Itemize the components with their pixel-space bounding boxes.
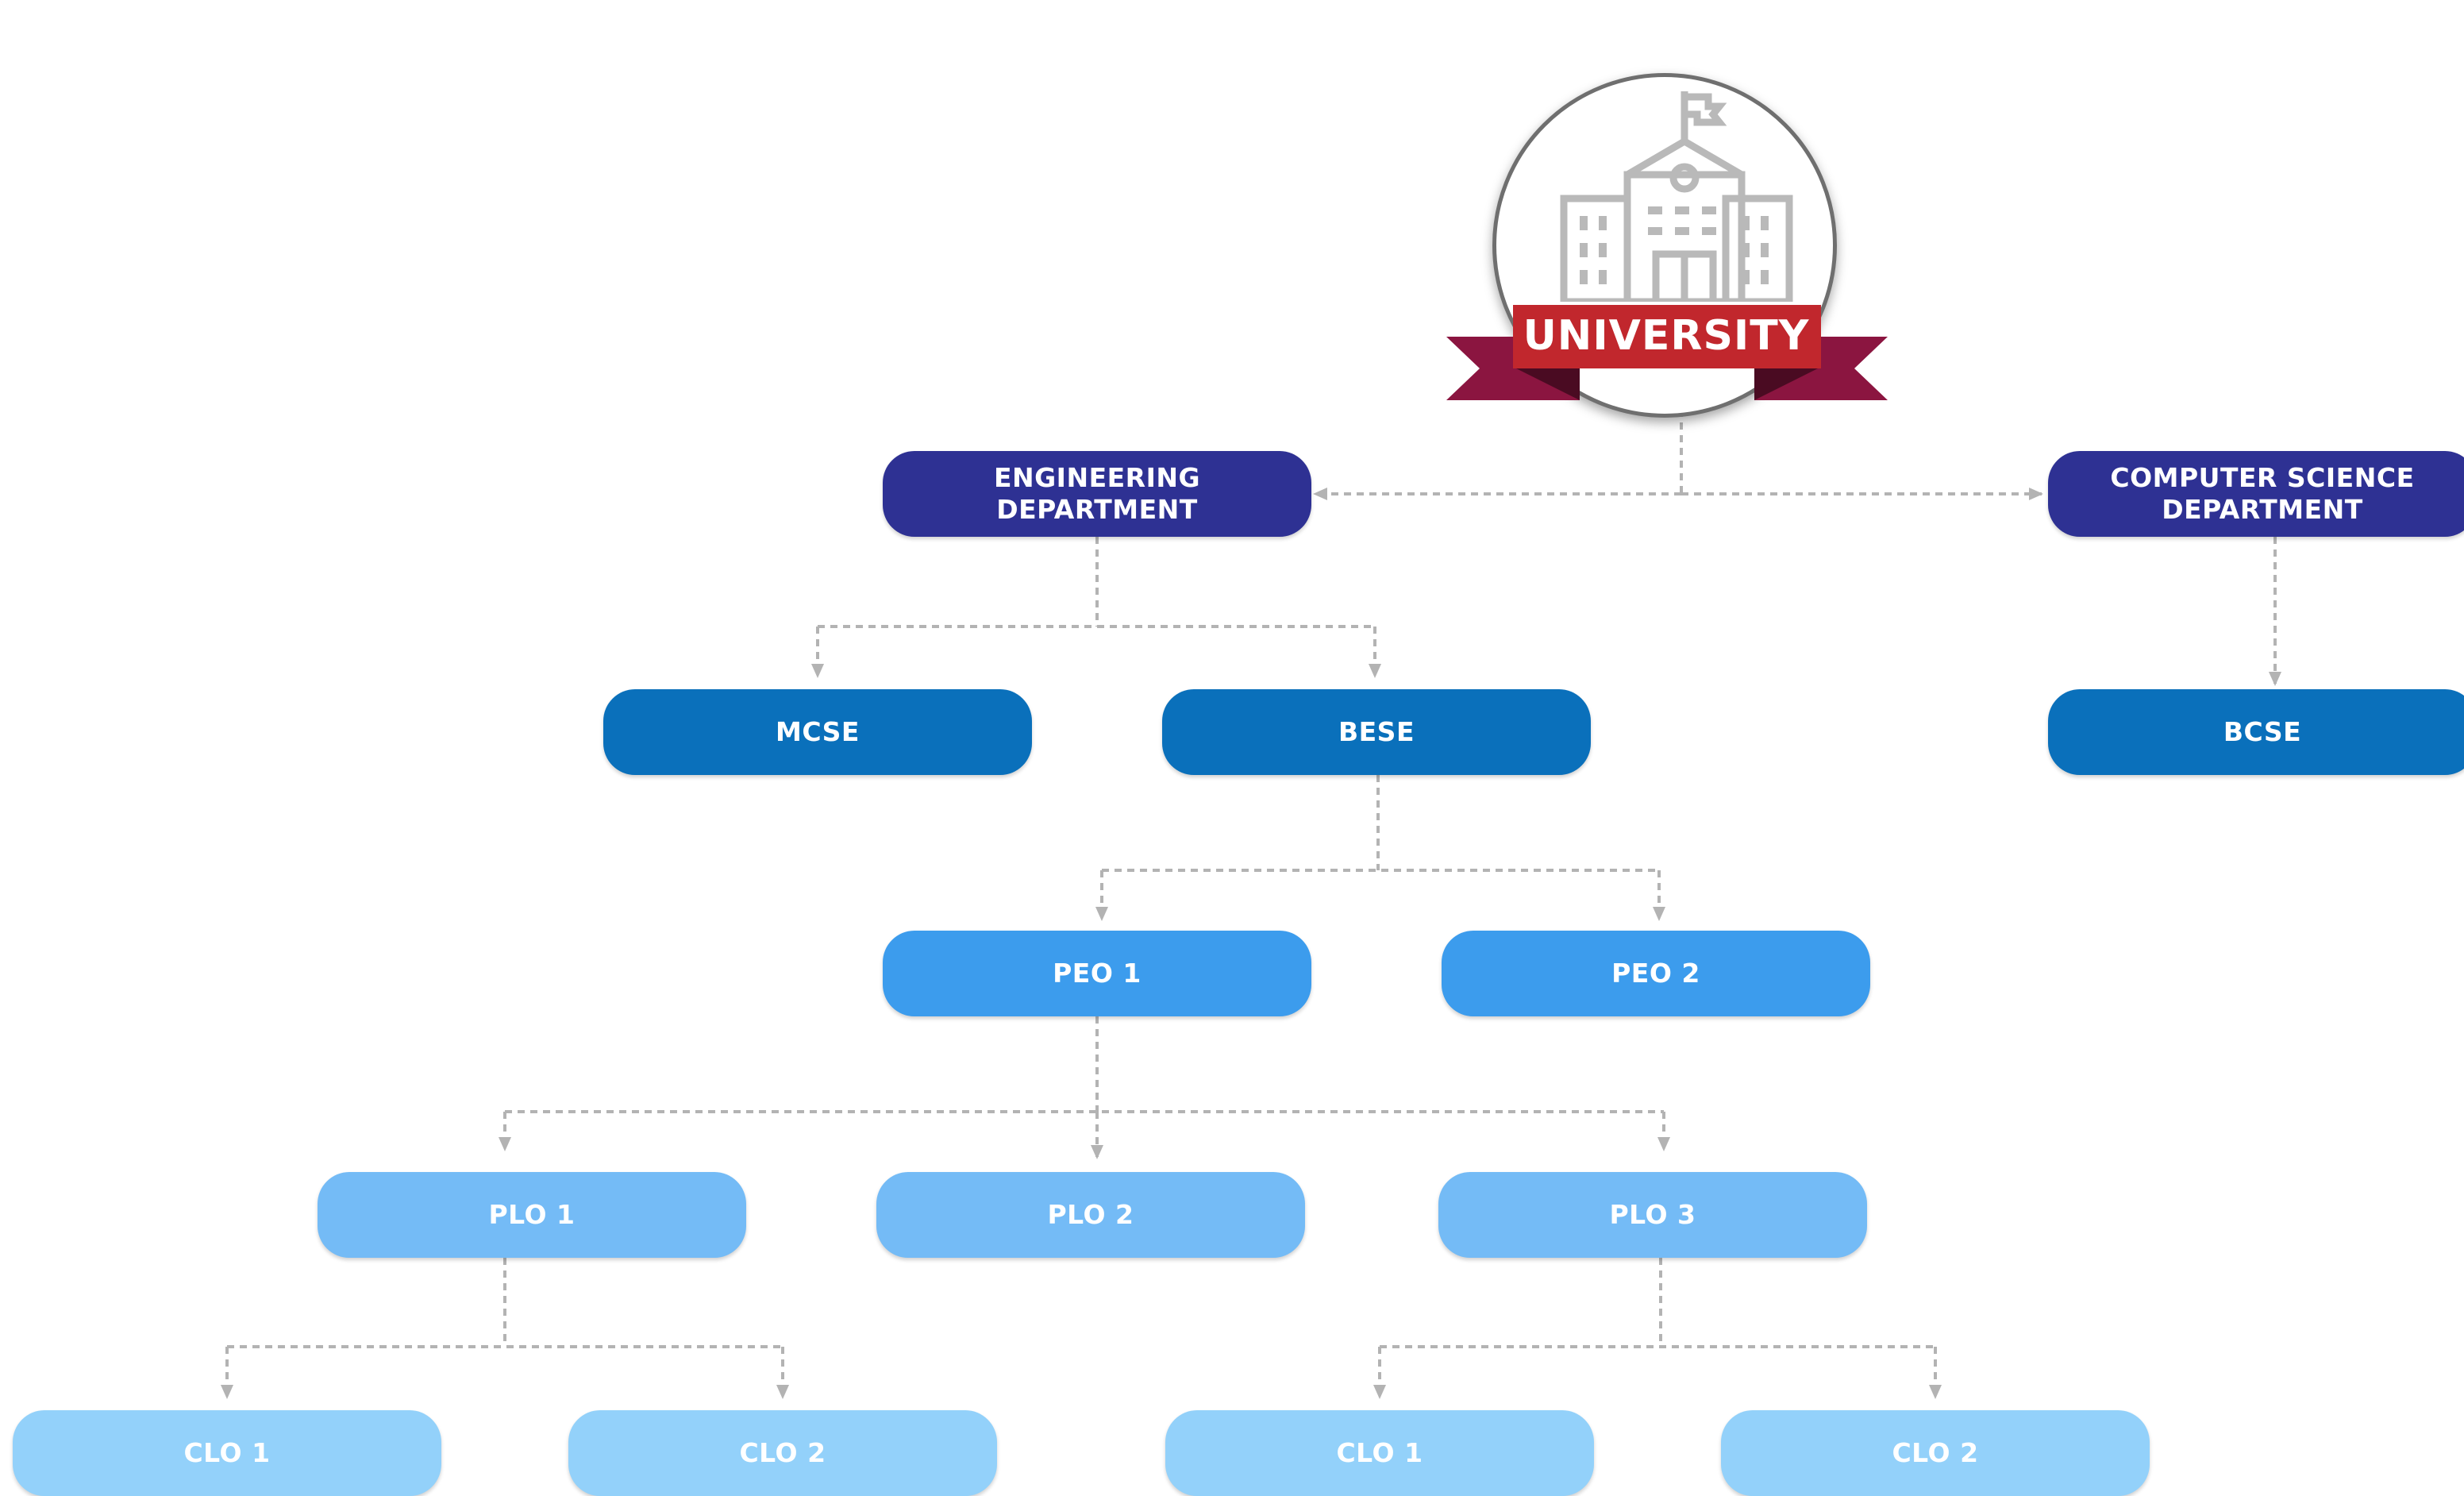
bcse-node[interactable]: BCSE	[2048, 689, 2464, 775]
plo3-clo1-label: CLO 1	[1336, 1437, 1423, 1468]
peo1-label: PEO 1	[1053, 958, 1142, 989]
engineering-department-line1: ENGINEERING	[993, 462, 1201, 493]
mcse-label: MCSE	[776, 716, 860, 747]
bese-node[interactable]: BESE	[1162, 689, 1591, 775]
bcse-label: BCSE	[2223, 716, 2302, 747]
engineering-department-node[interactable]: ENGINEERING DEPARTMENT	[883, 451, 1311, 537]
mcse-node[interactable]: MCSE	[603, 689, 1032, 775]
peo2-node[interactable]: PEO 2	[1442, 931, 1870, 1016]
plo2-node[interactable]: PLO 2	[876, 1172, 1305, 1258]
plo1-label: PLO 1	[488, 1199, 576, 1230]
plo1-clo2-node[interactable]: CLO 2	[568, 1410, 997, 1496]
plo3-node[interactable]: PLO 3	[1438, 1172, 1867, 1258]
plo1-clo2-label: CLO 2	[739, 1437, 826, 1468]
plo3-clo1-node[interactable]: CLO 1	[1165, 1410, 1594, 1496]
university-building-icon	[1560, 91, 1793, 302]
plo3-label: PLO 3	[1609, 1199, 1696, 1230]
engineering-department-line2: DEPARTMENT	[996, 494, 1198, 525]
computer-science-department-line2: DEPARTMENT	[2162, 494, 2363, 525]
computer-science-department-node[interactable]: COMPUTER SCIENCE DEPARTMENT	[2048, 451, 2464, 537]
plo1-clo1-node[interactable]: CLO 1	[13, 1410, 441, 1496]
computer-science-department-line1: COMPUTER SCIENCE	[2110, 462, 2415, 493]
university-label: UNIVERSITY	[1523, 312, 1810, 360]
plo2-label: PLO 2	[1047, 1199, 1134, 1230]
university-ribbon	[1446, 305, 1888, 400]
peo2-label: PEO 2	[1611, 958, 1700, 989]
bese-label: BESE	[1338, 716, 1415, 747]
plo1-node[interactable]: PLO 1	[318, 1172, 746, 1258]
plo1-clo1-label: CLO 1	[183, 1437, 271, 1468]
plo3-clo2-node[interactable]: CLO 2	[1721, 1410, 2150, 1496]
peo1-node[interactable]: PEO 1	[883, 931, 1311, 1016]
plo3-clo2-label: CLO 2	[1892, 1437, 1979, 1468]
ribbon-band	[1513, 305, 1821, 368]
